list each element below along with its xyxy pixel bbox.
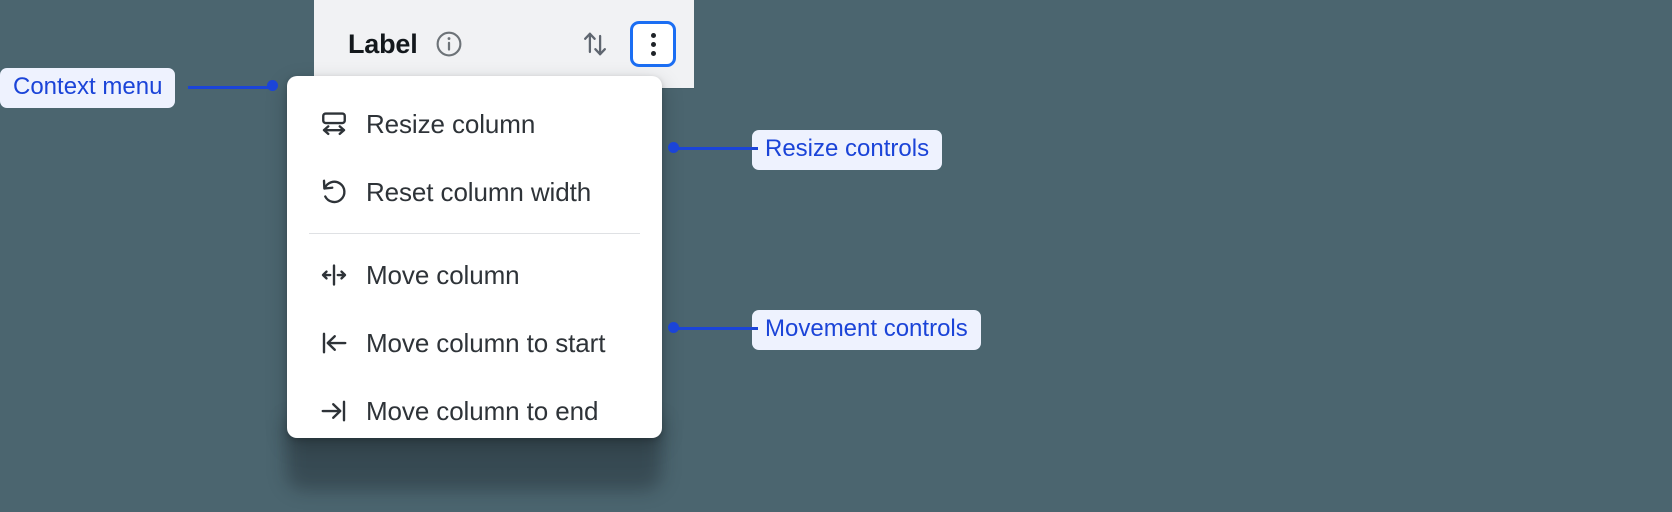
annotation-anchor-dot xyxy=(668,142,679,153)
move-to-start-icon xyxy=(319,328,349,358)
menu-item-resize-column[interactable]: Resize column xyxy=(287,90,662,158)
annotation-anchor-dot xyxy=(668,322,679,333)
menu-item-label: Resize column xyxy=(366,108,536,139)
column-header-title: Label xyxy=(348,28,418,59)
menu-divider xyxy=(309,233,640,234)
menu-item-label: Reset column width xyxy=(366,176,592,207)
column-menu-button[interactable] xyxy=(630,21,676,67)
annotation-anchor-dot xyxy=(267,80,278,91)
annotation-leader-line xyxy=(676,327,758,330)
menu-item-label: Move column to start xyxy=(366,327,606,358)
menu-item-move-column-to-start[interactable]: Move column to start xyxy=(287,309,662,377)
annotation-movement-controls: Movement controls xyxy=(752,310,981,350)
menu-item-label: Move column to end xyxy=(366,395,599,426)
menu-item-reset-column-width[interactable]: Reset column width xyxy=(287,158,662,226)
menu-item-label: Move column xyxy=(366,259,520,290)
menu-item-move-column-to-end[interactable]: Move column to end xyxy=(287,377,662,445)
move-to-end-icon xyxy=(319,396,349,426)
annotation-resize-controls: Resize controls xyxy=(752,130,943,170)
annotation-leader-line xyxy=(676,147,758,150)
column-header-panel: Label xyxy=(314,0,694,88)
column-context-menu: Resize column Reset column width xyxy=(287,76,662,438)
sort-up-down-icon[interactable] xyxy=(578,27,612,61)
info-circle-icon[interactable] xyxy=(434,29,464,59)
move-column-icon xyxy=(319,260,349,290)
menu-item-move-column[interactable]: Move column xyxy=(287,241,662,309)
annotation-leader-line xyxy=(188,86,272,89)
resize-column-icon xyxy=(319,109,349,139)
more-vertical-icon xyxy=(650,32,656,56)
annotation-context-menu: Context menu xyxy=(0,68,176,108)
reset-width-icon xyxy=(319,177,349,207)
